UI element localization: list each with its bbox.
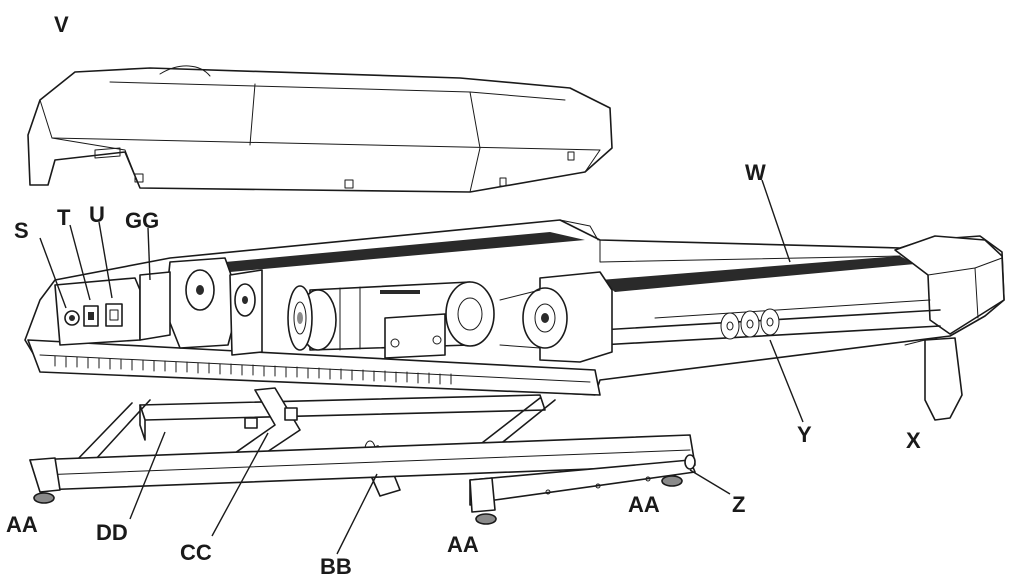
- motor-hood-part: [27, 65, 613, 193]
- leader-lines: [39, 179, 804, 555]
- label-X: X: [906, 428, 921, 453]
- treadmill-frame-part: [24, 219, 1005, 421]
- label-S: S: [14, 218, 29, 243]
- label-AA-left: AA: [6, 512, 38, 537]
- label-W: W: [745, 160, 766, 185]
- label-AA-front: AA: [447, 532, 479, 557]
- label-V: V: [54, 12, 69, 37]
- label-GG: GG: [125, 208, 159, 233]
- label-DD: DD: [96, 520, 128, 545]
- label-BB: BB: [320, 554, 352, 576]
- label-T: T: [57, 205, 71, 230]
- label-Z: Z: [732, 492, 745, 517]
- label-Y: Y: [797, 422, 812, 447]
- label-CC: CC: [180, 540, 212, 565]
- part-labels: V W S T U GG Y X Z AA AA AA DD CC BB: [6, 12, 921, 576]
- power-panel-part: [54, 271, 171, 346]
- chain-part: [720, 308, 780, 340]
- base-frame-part: [29, 387, 696, 525]
- label-U: U: [89, 202, 105, 227]
- motor-assembly-part: [164, 257, 495, 359]
- label-AA-right: AA: [628, 492, 660, 517]
